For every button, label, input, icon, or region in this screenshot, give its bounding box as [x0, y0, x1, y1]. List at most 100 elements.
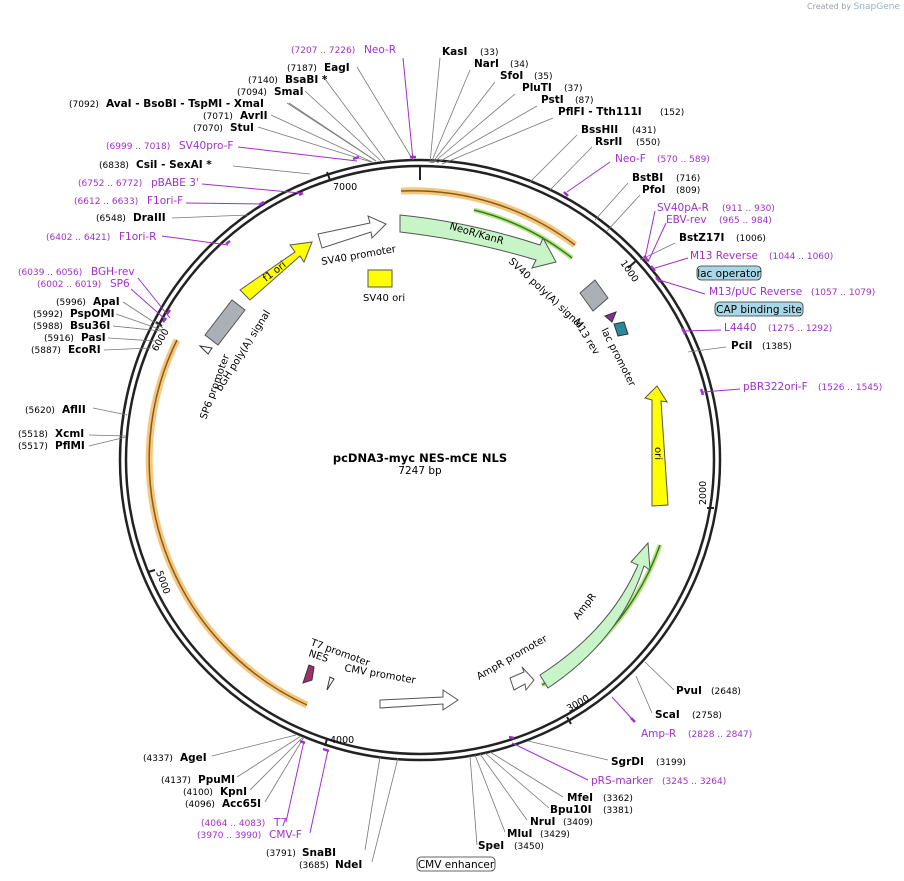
f1-ori-arrow	[239, 241, 313, 301]
primer-pos: (3245 .. 3264)	[662, 777, 726, 787]
backbone-ticks	[147, 166, 714, 747]
enzyme-name: SmaI	[274, 86, 304, 98]
enzyme-name: BssHII	[581, 124, 618, 136]
enzyme-pos: (3791)	[266, 849, 296, 859]
feature-sv40-promoter: SV40 promoter	[321, 244, 398, 268]
enzyme-name: ApaI	[93, 296, 120, 308]
enzyme-name: AflII	[62, 404, 86, 416]
primer-name: F1ori-F	[147, 195, 183, 207]
feature-sv40-ori: SV40 ori	[363, 293, 405, 304]
enzyme-name: EcoRI	[68, 344, 101, 356]
primer-pos: (6999 .. 7018)	[106, 142, 170, 152]
enzyme-name: ScaI	[655, 709, 680, 721]
enzyme-name: BsaBI *	[285, 74, 328, 86]
lac-operator-box	[696, 265, 762, 281]
primer-pos: (1057 .. 1079)	[811, 288, 875, 298]
enzyme-pos: (3685)	[299, 861, 329, 871]
enzyme-name: AgeI	[180, 752, 207, 764]
enzyme-name: PspOMI	[70, 308, 115, 320]
tick-4000: 4000	[330, 735, 354, 746]
enzyme-name: EagI	[324, 62, 350, 74]
neor-kanr-arrow	[399, 214, 557, 269]
feature-f1-ori: f1 ori	[261, 260, 288, 285]
boxed-features: lac operator CAP binding site CMV enhanc…	[416, 265, 804, 872]
enzyme-name: Bsu36I	[70, 320, 110, 332]
enzyme-pos: (87)	[575, 96, 593, 106]
enzyme-name: PflFI - Tth111I	[558, 106, 642, 118]
primer-lines	[130, 57, 741, 834]
tick-3000: 3000	[565, 693, 591, 715]
primer-pos: (1044 .. 1060)	[769, 252, 833, 262]
enzyme-pos: (6838)	[99, 161, 129, 171]
primer-name: Neo-F	[615, 153, 646, 165]
enzyme-pos: (33)	[480, 48, 498, 58]
feature-arrows	[198, 214, 669, 711]
snapgene-brand: Created by SnapGene	[807, 2, 900, 12]
enzyme-name: Bpu10I	[550, 804, 592, 816]
enzyme-pos: (3381)	[603, 806, 633, 816]
tick-7000: 7000	[333, 182, 357, 193]
enzyme-name: MluI	[507, 828, 532, 840]
primer-pos: (2828 .. 2847)	[688, 730, 752, 740]
enzyme-pos: (6548)	[96, 214, 126, 224]
sp6-arrow	[198, 345, 213, 355]
enzyme-pos: (1006)	[736, 234, 766, 244]
feature-ampr: AmpR	[572, 591, 599, 621]
enzyme-labels-left: (3791)SnaBI (3685)NdeI (4337)AgeI (4137)…	[18, 62, 362, 871]
brand-prefix: Created by	[807, 2, 852, 11]
enzyme-pos: (1385)	[762, 342, 792, 352]
primer-pos: (3970 .. 3990)	[197, 831, 261, 841]
enzyme-pos: (5620)	[25, 406, 55, 416]
primer-name: pBR322ori-F	[743, 381, 808, 393]
enzyme-name: SpeI	[478, 840, 504, 852]
enzyme-name: BstZ17I	[679, 232, 724, 244]
enzyme-name: StuI	[230, 122, 254, 134]
primer-pos: (6612 .. 6633)	[74, 197, 138, 207]
feature-cmv-promoter: CMV promoter	[343, 663, 417, 686]
enzyme-pos: (34)	[510, 60, 528, 70]
primer-name: M13 Reverse	[690, 250, 758, 262]
feature-ampr-promoter: AmpR promoter	[475, 633, 550, 683]
enzyme-pos: (5992)	[33, 310, 63, 320]
enzyme-pos: (152)	[660, 108, 684, 118]
primer-name: pRS-marker	[591, 775, 654, 787]
t7-arrow	[326, 676, 335, 691]
leader-lines	[88, 57, 727, 863]
cmv-enhancer-label: CMV enhancer	[418, 859, 495, 871]
primer-name: Amp-R	[641, 728, 676, 740]
primer-name: BGH-rev	[91, 266, 135, 278]
nes-arrow	[302, 664, 315, 684]
enzyme-pos: (35)	[534, 72, 552, 82]
primer-name: M13/pUC Reverse	[709, 286, 802, 298]
enzyme-pos: (7092)	[69, 100, 99, 110]
primer-name: T7	[273, 817, 287, 829]
primer-name: Neo-R	[364, 44, 396, 56]
enzyme-pos: (716)	[676, 174, 700, 184]
primer-name: pBABE 3'	[151, 177, 199, 189]
enzyme-name: Acc65I	[222, 798, 261, 810]
enzyme-name: PflMI	[55, 440, 85, 452]
enzyme-name: NdeI	[335, 859, 362, 871]
enzyme-pos: (7094)	[237, 88, 267, 98]
primer-pos: (965 .. 984)	[719, 216, 772, 226]
enzyme-name: KasI	[442, 46, 467, 58]
highlight-arcs	[145, 187, 663, 709]
ori-arrow	[644, 385, 669, 507]
primer-name: EBV-rev	[666, 214, 707, 226]
primer-name: L4440	[724, 322, 757, 334]
enzyme-pos: (7071)	[203, 112, 233, 122]
tick-2000: 2000	[698, 481, 709, 505]
enzyme-pos: (5517)	[18, 442, 48, 452]
enzyme-name: SgrDI	[611, 756, 644, 768]
enzyme-pos: (37)	[564, 84, 582, 94]
primer-pos: (7207 .. 7226)	[291, 46, 355, 56]
sv40-polya-box	[579, 279, 609, 312]
enzyme-name: PstI	[541, 94, 564, 106]
enzyme-name: PvuI	[676, 685, 702, 697]
enzyme-pos: (3362)	[603, 794, 633, 804]
enzyme-pos: (5996)	[56, 298, 86, 308]
feature-m13rev: M13 rev	[570, 317, 601, 357]
ampr-arrow	[539, 541, 651, 689]
enzyme-name: PasI	[81, 332, 106, 344]
